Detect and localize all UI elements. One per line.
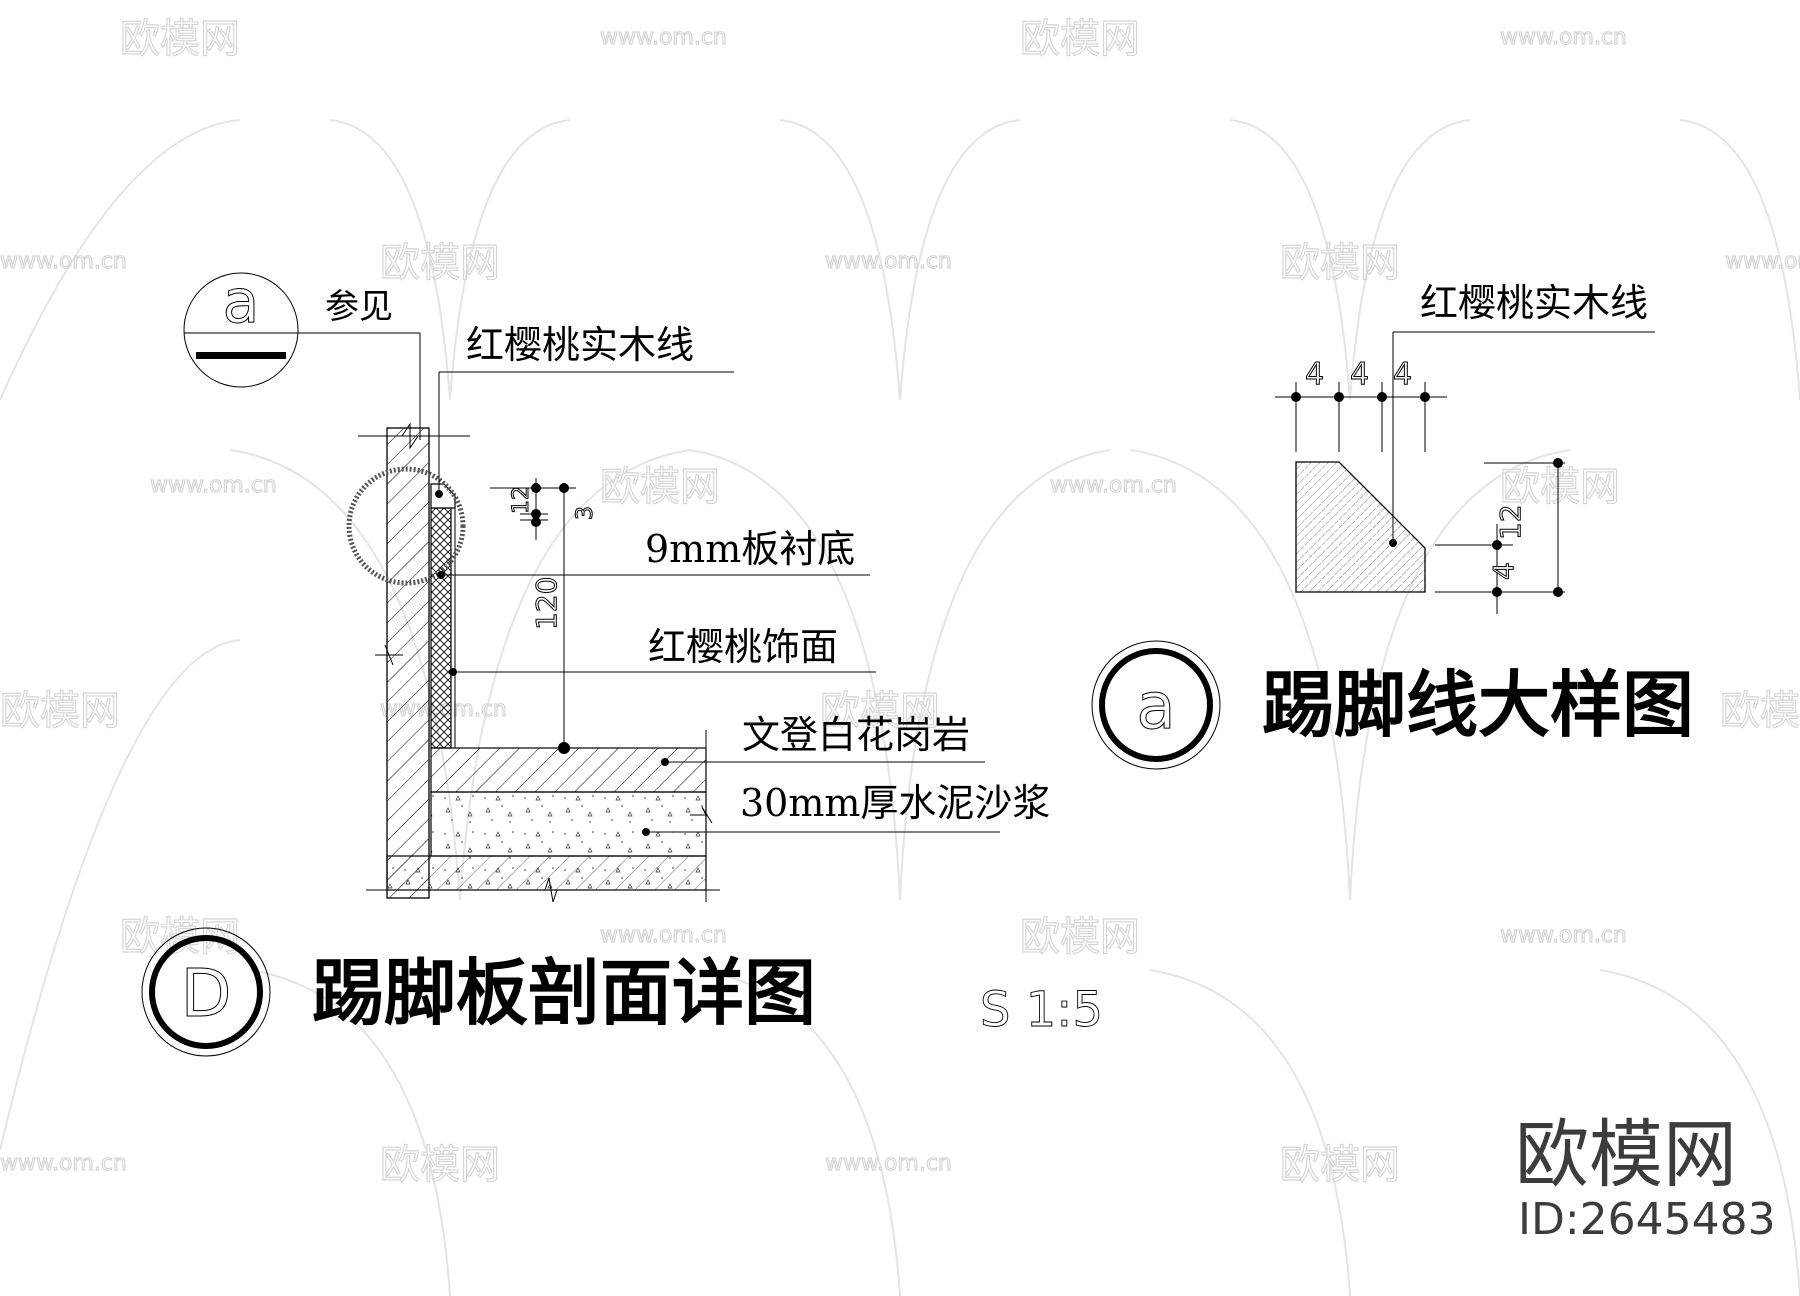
profile-title-block: a 踢脚线大样图: [1091, 640, 1694, 770]
profile-callout: 红樱桃实木线: [1389, 281, 1655, 547]
section-marker-letter: D: [181, 955, 232, 1032]
dimension-3: 3: [573, 506, 598, 520]
watermark-logo: 欧模网: [120, 914, 240, 960]
watermark-url: www.om.cn: [150, 473, 277, 498]
watermark-url: www.om.cn: [1050, 473, 1177, 498]
profile-top-dimensions: 4 4 4: [1275, 357, 1447, 452]
watermark-logo: 欧模网: [1280, 1142, 1400, 1188]
dimension-4: 4: [1393, 357, 1412, 392]
callout-veneer-face: 红樱桃饰面: [449, 625, 876, 676]
callout-label: 红樱桃实木线: [466, 323, 694, 367]
dimension-120: 120: [530, 577, 563, 630]
watermark-logo: 欧模网: [600, 464, 720, 510]
watermark-logo: 欧模网: [120, 16, 240, 62]
section-title: 踢脚板剖面详图: [312, 951, 816, 1035]
callout-label: 9mm板衬底: [645, 527, 855, 571]
watermark-url: www.om.cn: [0, 249, 127, 274]
watermark-logo: 欧模网: [1020, 16, 1140, 62]
watermark-url: www.om.cn: [0, 1151, 127, 1176]
watermark-logo: 欧模网: [1020, 914, 1140, 960]
profile-title: 踢脚线大样图: [1262, 663, 1694, 747]
watermark-logo: 欧模网: [1280, 240, 1400, 286]
profile-detail: 红樱桃实木线 4 4 4 12: [1091, 281, 1694, 770]
watermark-url: www.om.cn: [1500, 923, 1627, 948]
section-detail: a 参见: [141, 267, 1103, 1057]
callout-label: 文登白花岗岩: [742, 713, 970, 757]
profile-callout-label: 红樱桃实木线: [1420, 281, 1648, 325]
watermark-logo: 欧模网: [1720, 688, 1800, 734]
watermark-logo: 欧模网: [380, 1142, 500, 1188]
watermark-url: www.om.cn: [600, 923, 727, 948]
dimension-4: 4: [1487, 562, 1520, 580]
section-callouts: 红樱桃实木线 9mm板衬底 红樱桃饰面 文登白花岗岩 30mm厚水泥沙浆: [435, 323, 1050, 836]
detail-highlight-circle: [346, 466, 466, 586]
profile-side-dimensions: 12 4: [1435, 458, 1565, 614]
section-dimensions: 12 3 120: [490, 478, 599, 754]
wall-section: [358, 422, 470, 899]
trim-profile-shape: [1295, 461, 1426, 593]
skirting-layers: [430, 483, 456, 749]
dimension-12: 12: [1494, 504, 1527, 540]
drawing-scale: S 1:5: [980, 982, 1103, 1038]
brand-id: ID:2645483: [1518, 1194, 1776, 1245]
watermark-url: www.om.cn: [1500, 25, 1627, 50]
dimension-12: 12: [509, 486, 534, 514]
reference-marker-letter: a: [223, 267, 260, 337]
watermark-layer: 欧模网 www.om.cn 欧模网 www.om.cn www.om.cn 欧模…: [0, 15, 1800, 1296]
section-title-block: D 踢脚板剖面详图 S 1:5: [141, 927, 1103, 1057]
floor-section: [366, 730, 720, 903]
watermark-url: www.om.cn: [825, 249, 952, 274]
brand-stamp: 欧模网 ID:2645483: [1515, 1112, 1776, 1245]
callout-label: 红樱桃饰面: [648, 625, 838, 669]
reference-label: 参见: [325, 287, 393, 327]
watermark-url: www.om.cn: [1725, 249, 1800, 274]
watermark-url: www.om.cn: [825, 1151, 952, 1176]
callout-granite: 文登白花岗岩: [661, 713, 985, 766]
dimension-4: 4: [1305, 357, 1324, 392]
brand-name: 欧模网: [1515, 1112, 1737, 1198]
dimension-4: 4: [1350, 357, 1369, 392]
callout-mortar: 30mm厚水泥沙浆: [642, 781, 1050, 836]
watermark-logo: 欧模网: [0, 688, 120, 734]
watermark-url: www.om.cn: [600, 25, 727, 50]
callout-plywood-backing: 9mm板衬底: [437, 527, 870, 579]
watermark-logo: 欧模网: [380, 240, 500, 286]
watermark-texts: 欧模网 www.om.cn 欧模网 www.om.cn www.om.cn 欧模…: [0, 15, 1800, 1188]
callout-solid-wood-trim: 红樱桃实木线: [435, 323, 734, 498]
watermark-logo: 欧模网: [820, 688, 940, 734]
callout-label: 30mm厚水泥沙浆: [740, 781, 1050, 825]
profile-marker-letter: a: [1136, 670, 1175, 744]
reference-bubble: a 参见: [183, 267, 421, 440]
watermark-logo: 欧模网: [1500, 464, 1620, 510]
